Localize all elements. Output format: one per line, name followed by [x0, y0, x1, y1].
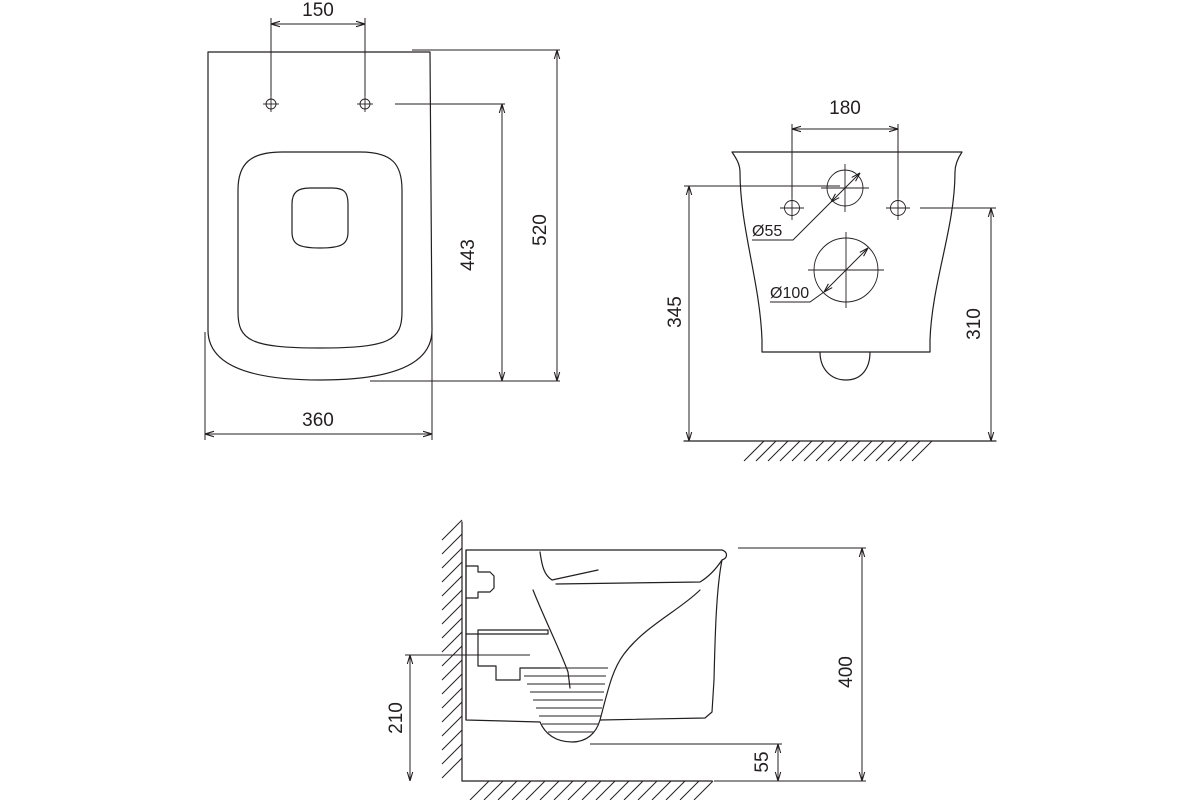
top-view: 150 443 520 360	[204, 0, 560, 440]
dimension-150: 150	[270, 0, 366, 96]
dimension-345: 345	[665, 185, 840, 441]
dimension-210: 210	[386, 654, 530, 781]
bolt-hole-left	[780, 196, 804, 220]
dim-label-520: 520	[530, 214, 551, 246]
rim-top-surface	[555, 559, 723, 585]
dim-label-55: 55	[752, 751, 773, 772]
floor-hatch-side	[469, 780, 714, 800]
dim-label-360: 360	[302, 410, 334, 431]
mount-hole-right	[357, 96, 373, 112]
toilet-outline-side	[465, 549, 728, 743]
dimension-360: 360	[204, 332, 433, 440]
floor-hatch-back	[743, 440, 933, 462]
dimension-d55: Ø55	[752, 173, 860, 241]
dim-label-345: 345	[665, 296, 686, 328]
bolt-hole-right	[886, 196, 910, 220]
dimension-310: 310	[920, 207, 996, 441]
dim-label-150: 150	[302, 0, 334, 21]
rim-inner	[539, 551, 599, 581]
toilet-outline-back	[731, 151, 963, 353]
dimension-180: 180	[791, 98, 899, 198]
outlet-pipe-side	[465, 629, 561, 681]
back-view: 180 Ø55 Ø100 345 310	[665, 98, 997, 462]
seat-rim-top	[237, 151, 403, 349]
dimension-400: 400	[714, 547, 866, 782]
water-surface	[520, 667, 608, 733]
bowl-front-wall	[599, 589, 701, 721]
outlet-spigot-back	[819, 351, 871, 381]
dim-label-443: 443	[458, 239, 479, 271]
dim-label-180: 180	[829, 98, 861, 119]
bowl-opening-top	[291, 187, 349, 249]
bolt-fitting	[465, 565, 495, 599]
bowl-back-wall	[532, 589, 571, 689]
wall-hatch	[441, 519, 463, 779]
dimension-d100: Ø100	[770, 248, 868, 303]
dim-label-d100: Ø100	[770, 285, 809, 302]
mount-hole-left	[263, 96, 279, 112]
dimension-55: 55	[590, 743, 782, 781]
toilet-outline-top	[207, 51, 433, 381]
dimension-520: 520	[412, 49, 560, 382]
dim-label-310: 310	[964, 308, 985, 340]
side-view: 210 400 55	[386, 519, 866, 800]
dim-label-d55: Ø55	[752, 223, 782, 240]
dim-label-210: 210	[386, 702, 407, 734]
dim-label-400: 400	[836, 656, 857, 688]
